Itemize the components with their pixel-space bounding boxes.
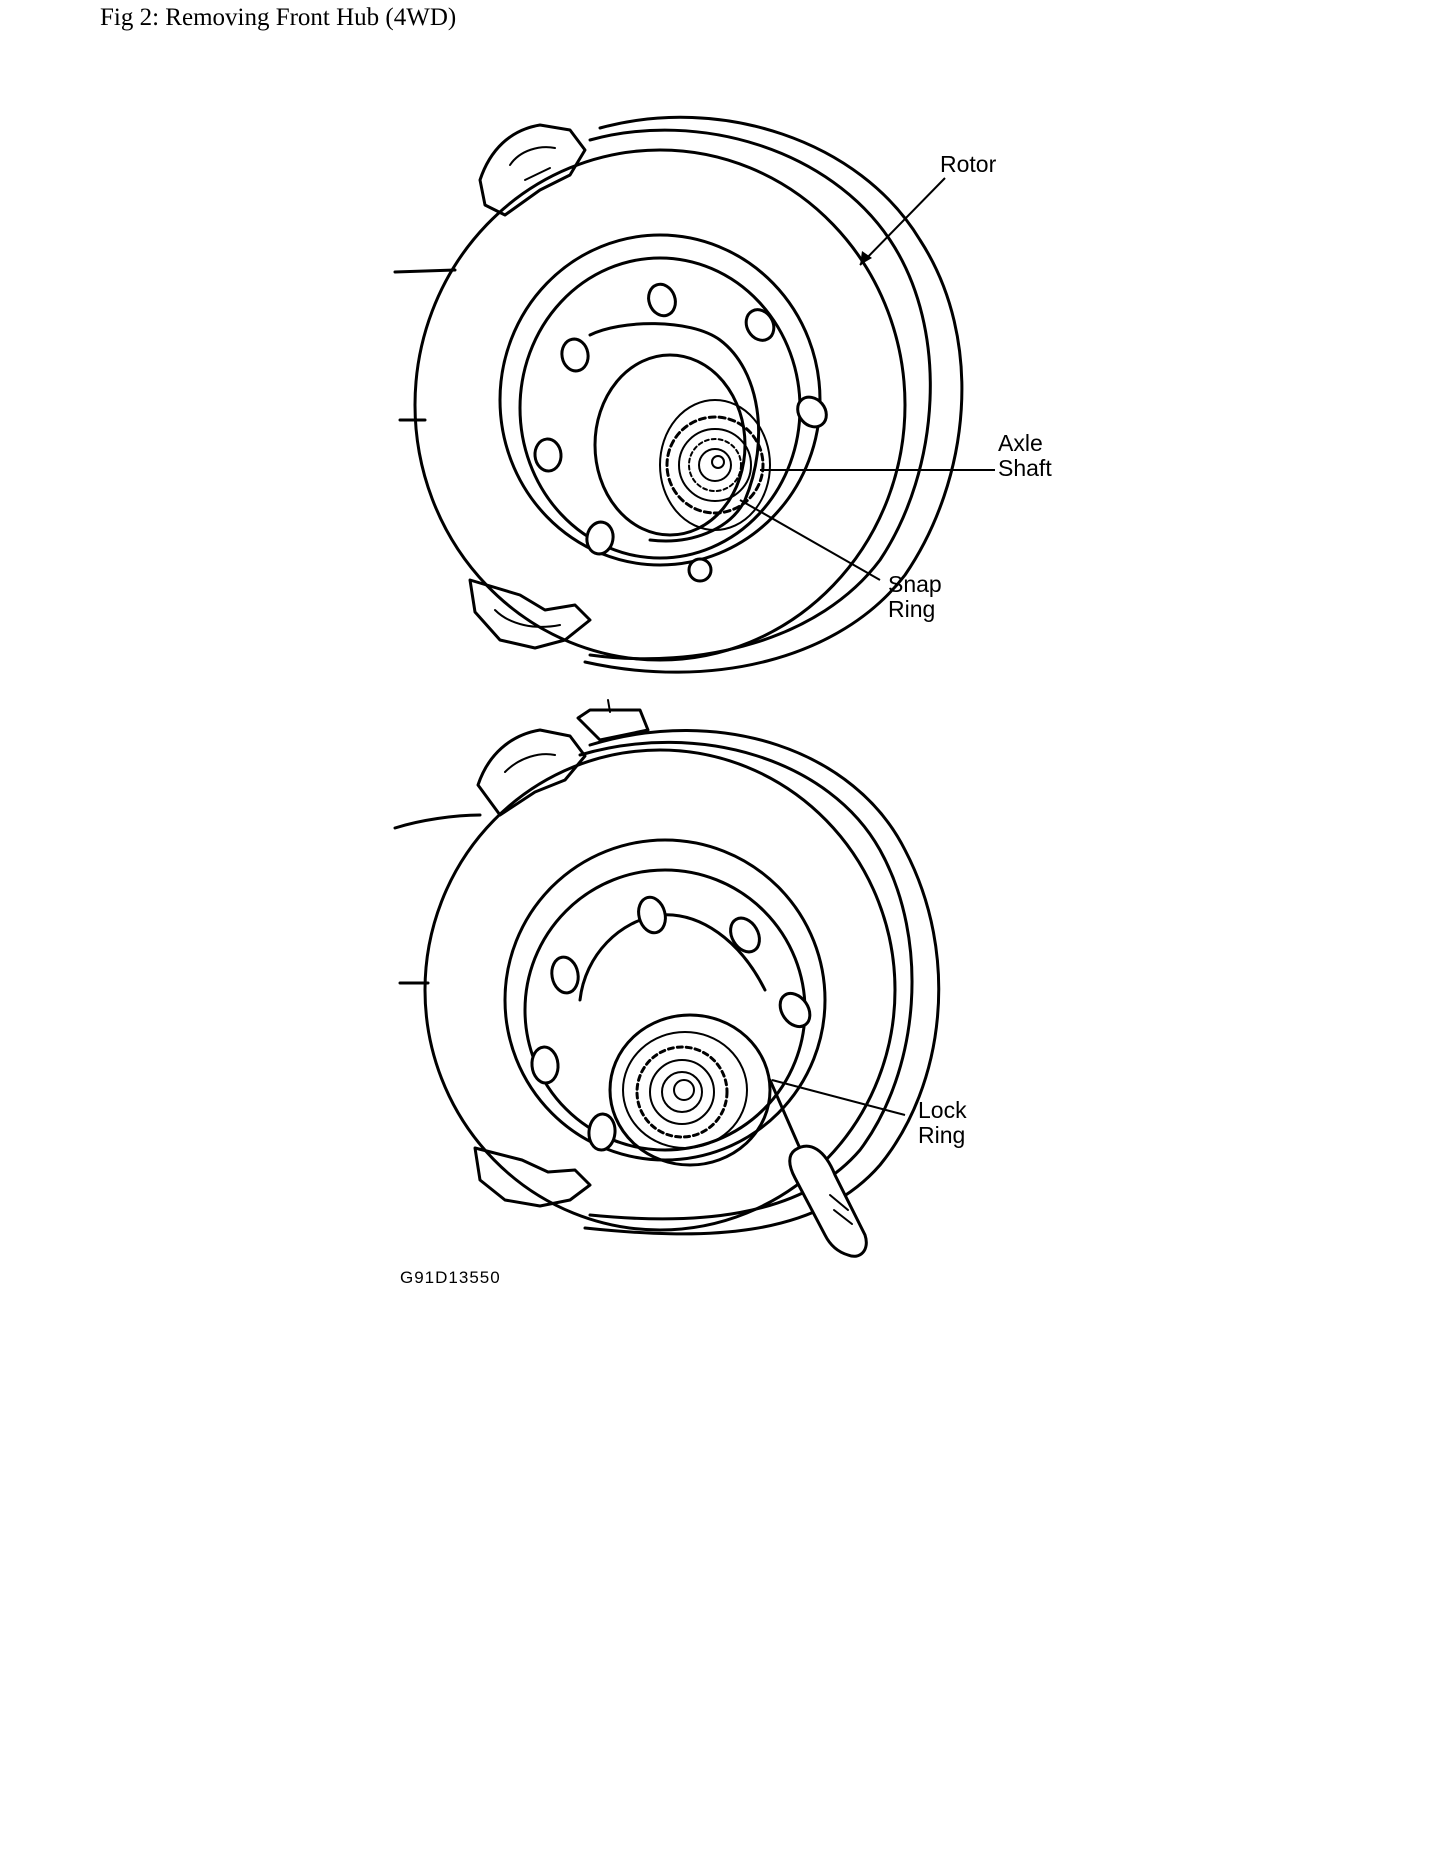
lock-ring-label-line2: Ring	[918, 1122, 965, 1148]
lock-ring-leader	[771, 1079, 906, 1116]
figure-code: G91D13550	[400, 1268, 501, 1287]
rotor-leader	[859, 177, 946, 266]
bottom-hub-drawing	[393, 699, 941, 1258]
snap-ring-label-line2: Ring	[888, 596, 935, 622]
lock-ring-label-line1: Lock	[918, 1097, 967, 1123]
snap-ring-label-line1: Snap	[888, 571, 942, 597]
top-hub-drawing	[393, 115, 964, 674]
figure-caption: Fig 2: Removing Front Hub (4WD)	[100, 4, 457, 31]
axle-shaft-label-line1: Axle	[998, 430, 1043, 456]
snap-ring-leader	[739, 499, 881, 581]
rotor-label: Rotor	[940, 151, 997, 177]
axle-shaft-label-line2: Shaft	[998, 455, 1052, 481]
